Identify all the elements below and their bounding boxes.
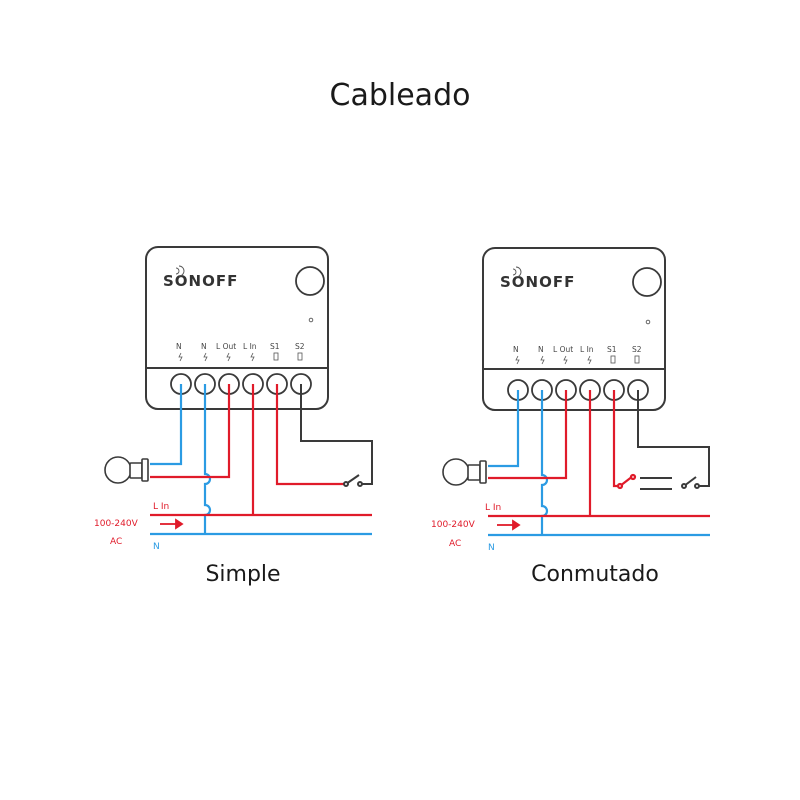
- light-bulb-icon: [442, 458, 487, 486]
- page-title: Cableado: [329, 78, 471, 113]
- terminal-label-n1: N: [513, 345, 519, 354]
- terminal-bolt-icons: [178, 352, 303, 362]
- terminal-label-lin: L In: [580, 345, 594, 354]
- terminal-label-lin: L In: [243, 342, 257, 351]
- pairing-button[interactable]: [295, 266, 325, 296]
- wifi-signal-icon: [175, 265, 185, 277]
- light-bulb-icon: [104, 456, 149, 484]
- terminal-label-s2: S2: [295, 342, 305, 351]
- simple-wiring-diagram: SONOFF N N L Out L In S1 S2: [94, 246, 373, 552]
- voltage-label: 100-240V: [431, 520, 476, 530]
- neutral-wires: [150, 384, 372, 536]
- two-way-switch: [637, 390, 710, 490]
- live-in-label: L In: [153, 502, 169, 512]
- ac-label: AC: [110, 537, 122, 547]
- terminal-label-s1: S1: [607, 345, 617, 354]
- ac-label: AC: [449, 539, 461, 549]
- pairing-button[interactable]: [632, 267, 662, 297]
- wifi-signal-icon: [512, 266, 522, 278]
- voltage-label: 100-240V: [94, 519, 139, 529]
- brand-logo: SONOFF: [163, 272, 238, 290]
- status-led-icon: [308, 317, 314, 323]
- current-arrow-icon: [497, 519, 521, 531]
- neutral-label: N: [153, 542, 160, 552]
- neutral-wires: [488, 390, 710, 537]
- live-wires: [150, 384, 372, 517]
- live-wires: [488, 390, 710, 518]
- caption-switched: Conmutado: [531, 562, 659, 587]
- terminal-label-s2: S2: [632, 345, 642, 354]
- brand-logo: SONOFF: [500, 273, 575, 291]
- current-arrow-icon: [160, 518, 184, 530]
- status-led-icon: [645, 319, 651, 325]
- live-in-label: L In: [485, 503, 501, 513]
- terminal-bolt-icons: [515, 355, 640, 365]
- switch-wire: [300, 384, 373, 487]
- switched-wiring-diagram: SONOFF N N L Out L In S1 S2: [431, 247, 710, 553]
- terminal-label-n1: N: [176, 342, 182, 351]
- terminal-label-n2: N: [201, 342, 207, 351]
- terminal-label-n2: N: [538, 345, 544, 354]
- caption-simple: Simple: [205, 562, 281, 587]
- terminal-label-s1: S1: [270, 342, 280, 351]
- terminal-label-lout: L Out: [216, 342, 236, 351]
- terminal-label-lout: L Out: [553, 345, 573, 354]
- neutral-label: N: [488, 543, 495, 553]
